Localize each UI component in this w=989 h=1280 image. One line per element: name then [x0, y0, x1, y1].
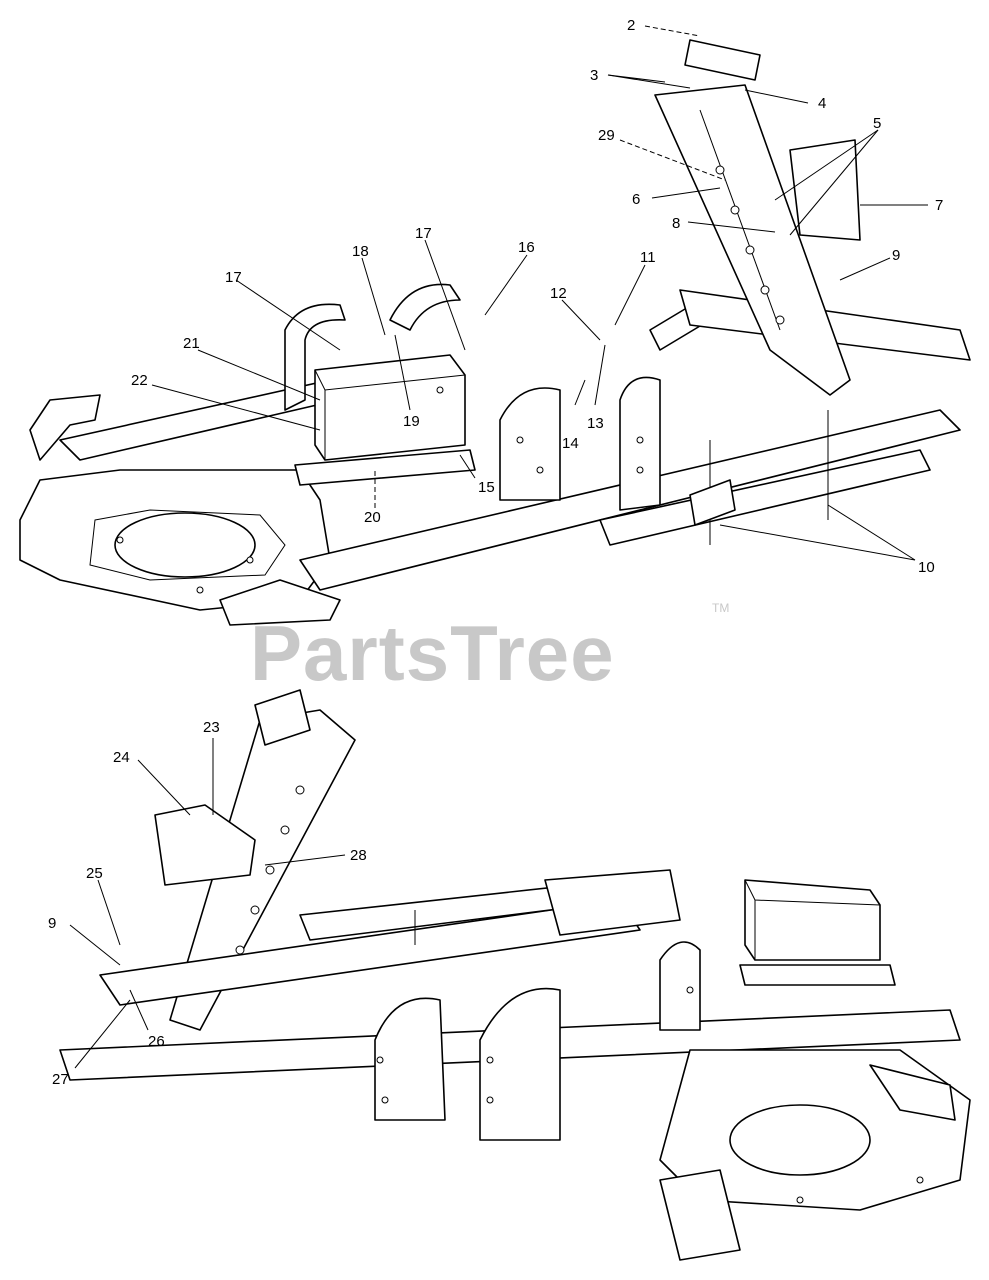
bottom-battery-tray	[739, 964, 896, 986]
callout-20: 20	[364, 509, 381, 526]
callout-15: 15	[478, 479, 495, 496]
callout-4: 4	[818, 95, 826, 112]
callout-24: 24	[113, 749, 130, 766]
callout-23: 23	[203, 719, 220, 736]
top-leaders	[151, 25, 928, 561]
callout-27: 27	[52, 1071, 69, 1088]
bottom-arch-2	[479, 987, 561, 1141]
top-right-arch	[499, 387, 561, 501]
bottom-center-plate	[544, 869, 681, 936]
callout-25: 25	[86, 865, 103, 882]
top-shield	[789, 139, 861, 241]
bottom-shield	[154, 804, 256, 886]
callout-5: 5	[873, 115, 881, 132]
callout-18: 18	[352, 243, 369, 260]
bottom-deck-opening	[729, 1104, 871, 1176]
top-deck-opening	[114, 512, 256, 578]
bottom-assembly	[59, 689, 971, 1261]
callout-6: 6	[632, 191, 640, 208]
top-assembly	[19, 39, 971, 626]
callout-14: 14	[562, 435, 579, 452]
callout-29: 29	[598, 127, 615, 144]
top-front-bracket	[29, 394, 101, 461]
callout-19: 19	[403, 413, 420, 430]
callout-8: 8	[672, 215, 680, 232]
top-tower	[654, 84, 851, 396]
bottom-rear-rail	[99, 899, 641, 1006]
callout-9b: 9	[48, 915, 56, 932]
bottom-arch-3	[659, 941, 701, 1031]
top-center-arch	[389, 283, 461, 331]
watermark-tm: TM	[712, 601, 729, 615]
callout-3: 3	[590, 67, 598, 84]
callout-13: 13	[587, 415, 604, 432]
callout-28: 28	[350, 847, 367, 864]
top-battery-tray	[294, 449, 476, 486]
bottom-callouts: 23 24 28 25 9 26 27	[48, 719, 367, 1088]
callout-22: 22	[131, 372, 148, 389]
callout-21: 21	[183, 335, 200, 352]
callout-12: 12	[550, 285, 567, 302]
bottom-leaders	[69, 738, 346, 1069]
bottom-control-panel	[254, 689, 311, 746]
top-callouts: 2 3 4 5 29 6 7 8 9 16 17 18 17 11 12 21 …	[131, 17, 943, 576]
callout-17b: 17	[225, 269, 242, 286]
callout-2: 2	[627, 17, 635, 34]
watermark: PartsTree TM	[250, 601, 729, 697]
callout-10: 10	[918, 559, 935, 576]
callout-7: 7	[935, 197, 943, 214]
callout-9: 9	[892, 247, 900, 264]
top-control-panel	[684, 39, 761, 81]
callout-11: 11	[640, 249, 656, 266]
callout-16: 16	[518, 239, 535, 256]
bottom-arch-1	[374, 997, 446, 1121]
callout-26: 26	[148, 1033, 165, 1050]
top-left-arch	[284, 303, 346, 411]
callout-17a: 17	[415, 225, 432, 242]
top-rear-crossbar	[599, 449, 931, 546]
bottom-battery	[744, 879, 881, 961]
watermark-text: PartsTree	[250, 609, 615, 697]
top-battery	[314, 354, 466, 461]
